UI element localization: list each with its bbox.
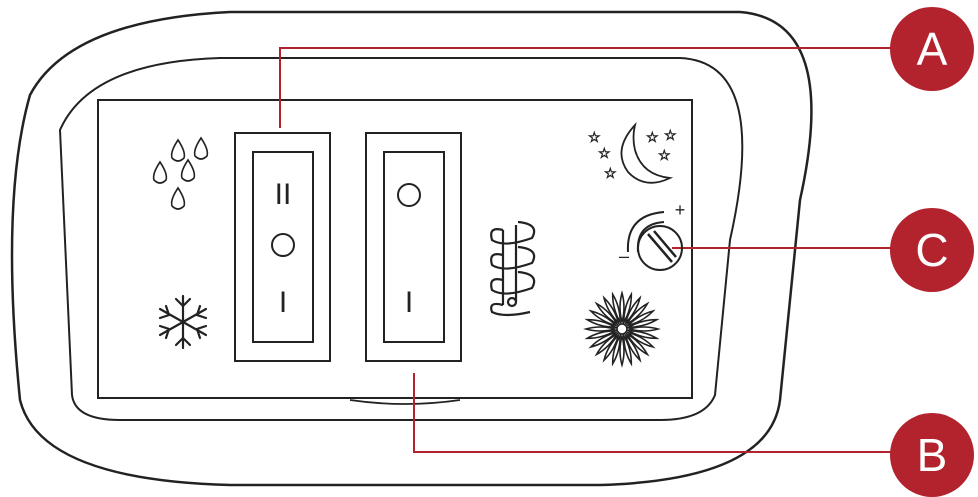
sun-icon-petal — [625, 330, 656, 349]
switch-b-bottom-symbol: I — [405, 286, 413, 319]
sun-icon-petal — [594, 331, 620, 357]
night-icon: ☆ ☆ ☆ ☆ ☆ ☆ — [588, 121, 677, 184]
outer-housing — [10, 10, 813, 487]
droplets-icon — [152, 136, 209, 210]
sun-icon-petal — [624, 301, 650, 327]
sun-icon-petal — [619, 290, 625, 326]
sun-icon-petal — [623, 291, 633, 326]
switch-a-top-symbol: II — [275, 178, 292, 211]
thermostat-dial-icon[interactable]: + – — [619, 200, 686, 271]
rocker-switch-a[interactable]: II I — [234, 132, 331, 362]
svg-text:☆: ☆ — [658, 148, 671, 164]
rocker-switch-b[interactable]: I — [365, 132, 462, 362]
sun-icon-petal — [625, 330, 660, 340]
callout-line-a — [279, 47, 893, 128]
switch-a-bottom-symbol: I — [279, 286, 287, 319]
sun-icon-petal — [588, 330, 619, 349]
sun-icon-petal — [588, 309, 619, 328]
sun-icon-petal — [602, 332, 621, 363]
faceplate-notch — [349, 399, 461, 405]
sun-icon-petal — [625, 318, 660, 328]
sun-icon-petal — [594, 301, 620, 327]
sun-icon-petal — [602, 295, 621, 326]
sun-icon-petal — [584, 330, 619, 340]
sun-icon-petal — [611, 332, 621, 367]
sun-icon-petal — [623, 295, 642, 326]
thermostat-plus-symbol: + — [675, 200, 686, 220]
svg-text:☆: ☆ — [664, 128, 677, 144]
sun-icon — [583, 290, 661, 368]
switch-b-off-symbol — [397, 183, 421, 207]
sun-icon-petal — [583, 326, 619, 332]
switch-a-off-symbol — [271, 233, 295, 257]
inner-frame — [58, 57, 744, 421]
callout-marker-a: A — [890, 7, 974, 91]
sun-icon-petal — [623, 332, 633, 367]
sun-icon-petal — [623, 332, 642, 363]
callout-marker-c: C — [890, 208, 974, 292]
sun-icon-petal — [611, 291, 621, 326]
svg-text:☆: ☆ — [646, 130, 659, 146]
svg-text:☆: ☆ — [604, 166, 617, 182]
callout-marker-b: B — [890, 413, 974, 497]
svg-text:☆: ☆ — [588, 130, 601, 146]
callout-line-b — [413, 373, 893, 453]
sun-icon-petal — [624, 331, 650, 357]
sun-icon-petal — [625, 326, 661, 332]
sun-icon-petal — [625, 309, 656, 328]
svg-text:☆: ☆ — [598, 146, 611, 162]
heating-coil-icon — [490, 220, 536, 317]
thermostat-minus-symbol: – — [619, 246, 629, 266]
snowflake-icon — [158, 294, 208, 350]
sun-icon-petal — [584, 318, 619, 328]
sun-icon-petal — [619, 332, 625, 368]
